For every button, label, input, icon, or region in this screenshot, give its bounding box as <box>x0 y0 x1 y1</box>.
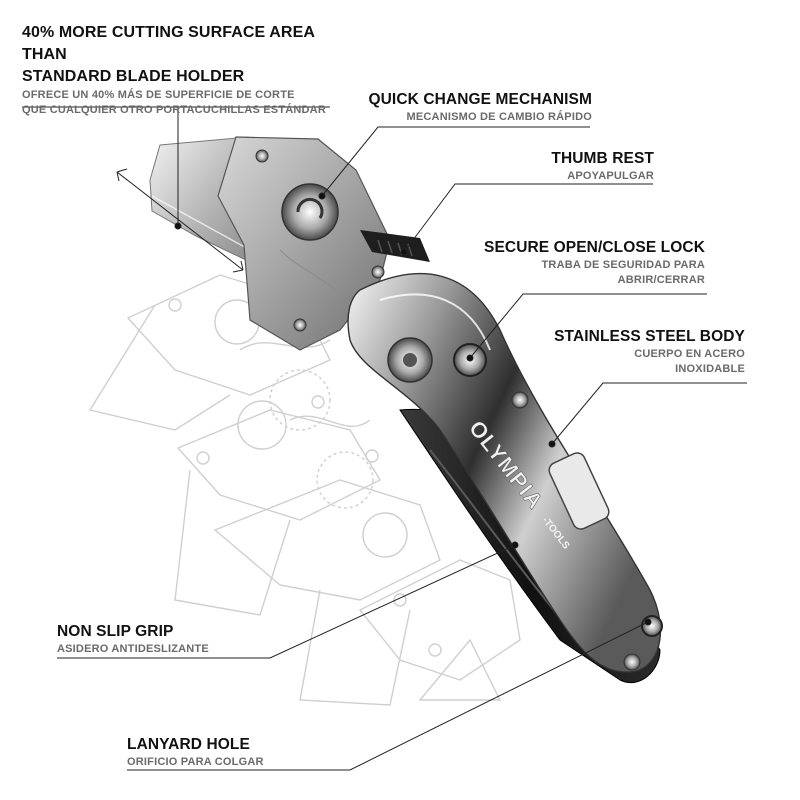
callout-title: SECURE OPEN/CLOSE LOCK <box>484 239 705 256</box>
callout-subtitle: APOYAPULGAR <box>567 170 654 182</box>
callout-title: QUICK CHANGE MECHANISM <box>368 91 592 108</box>
callout-subtitle: ABRIR/CERRAR <box>617 274 705 286</box>
callout-title: 40% MORE CUTTING SURFACE AREA THAN <box>22 24 315 63</box>
callout-lock: SECURE OPEN/CLOSE LOCK TRABA DE SEGURIDA… <box>445 238 705 288</box>
callout-title: NON SLIP GRIP <box>57 623 174 640</box>
callout-title: STAINLESS STEEL BODY <box>554 328 745 345</box>
callout-subtitle: ASIDERO ANTIDESLIZANTE <box>57 643 209 655</box>
background-sketch <box>88 274 521 706</box>
callout-title: LANYARD HOLE <box>127 736 250 753</box>
callout-subtitle: ORIFICIO PARA COLGAR <box>127 756 264 768</box>
callout-subtitle: OFRECE UN 40% MÁS DE SUPERFICIE DE CORTE <box>22 89 295 101</box>
callout-subtitle: TRABA DE SEGURIDAD PARA <box>541 259 705 271</box>
callout-subtitle: INOXIDABLE <box>675 363 745 375</box>
callout-title: STANDARD BLADE HOLDER <box>22 68 245 85</box>
stainless-steel-body <box>347 272 663 673</box>
lanyard-hole <box>641 615 663 637</box>
callout-thumb-rest: THUMB REST APOYAPULGAR <box>394 149 654 184</box>
callout-lanyard: LANYARD HOLE ORIFICIO PARA COLGAR <box>127 735 387 770</box>
callout-subtitle: MECANISMO DE CAMBIO RÁPIDO <box>406 111 592 123</box>
callout-steel-body: STAINLESS STEEL BODY CUERPO EN ACERO INO… <box>485 327 745 377</box>
callout-subtitle: CUERPO EN ACERO <box>634 348 745 360</box>
callout-grip: NON SLIP GRIP ASIDERO ANTIDESLIZANTE <box>57 622 317 657</box>
callout-quick-change: QUICK CHANGE MECHANISM MECANISMO DE CAMB… <box>292 90 592 125</box>
thumb-rest <box>360 230 430 262</box>
callout-cutting-area: 40% MORE CUTTING SURFACE AREA THAN STAND… <box>22 22 352 118</box>
leader-lines <box>22 106 747 771</box>
quick-change-knob <box>281 183 339 241</box>
callout-title: THUMB REST <box>551 150 654 167</box>
callout-subtitle: QUE CUALQUIER OTRO PORTACUCHILLAS ESTÁND… <box>22 104 326 116</box>
